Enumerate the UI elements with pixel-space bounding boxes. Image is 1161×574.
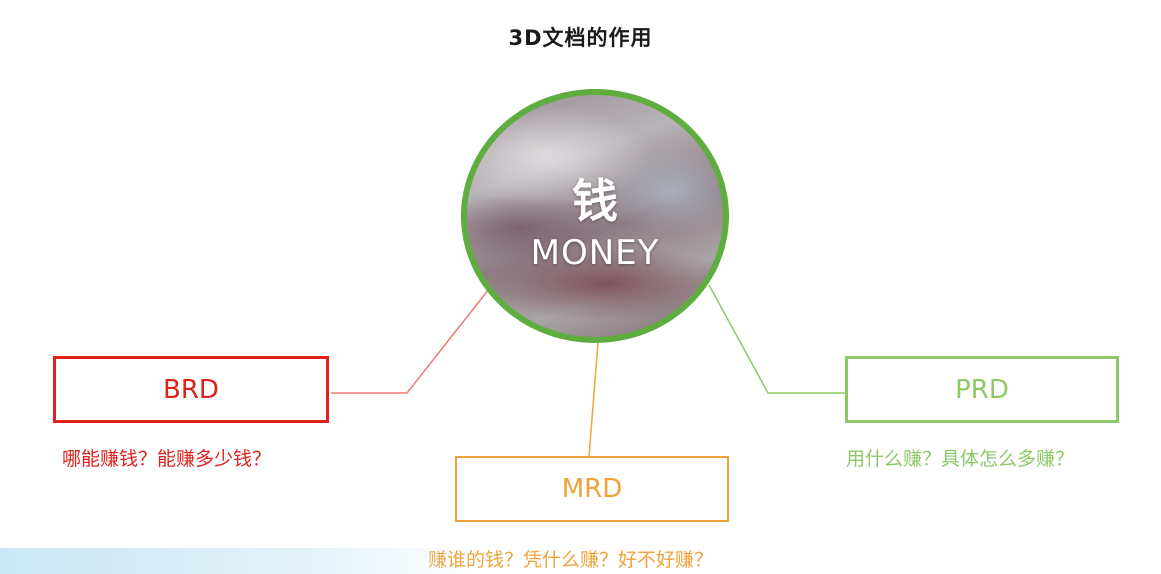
diagram-title: 3D文档的作用 (508, 26, 653, 50)
brd-box: BRD (53, 356, 329, 423)
prd-box: PRD (845, 356, 1119, 423)
money-circle-title: 钱 (572, 174, 618, 228)
mrd-description: 赚谁的钱？凭什么赚？好不好赚？ (428, 549, 714, 571)
money-circle-subtitle: MONEY (530, 233, 660, 273)
prd-description: 用什么赚？具体怎么多赚？ (846, 448, 1075, 470)
brd-label: BRD (163, 374, 219, 405)
mrd-label: MRD (561, 474, 623, 504)
mrd-box: MRD (455, 456, 729, 522)
background-decoration (0, 548, 480, 574)
prd-label: PRD (955, 374, 1009, 405)
connector-mrd (588, 342, 599, 457)
connector-brd (331, 288, 490, 394)
connector-prd (708, 284, 845, 394)
brd-description: 哪能赚钱？能赚多少钱？ (62, 448, 272, 470)
money-circle: 钱 MONEY (461, 89, 729, 343)
